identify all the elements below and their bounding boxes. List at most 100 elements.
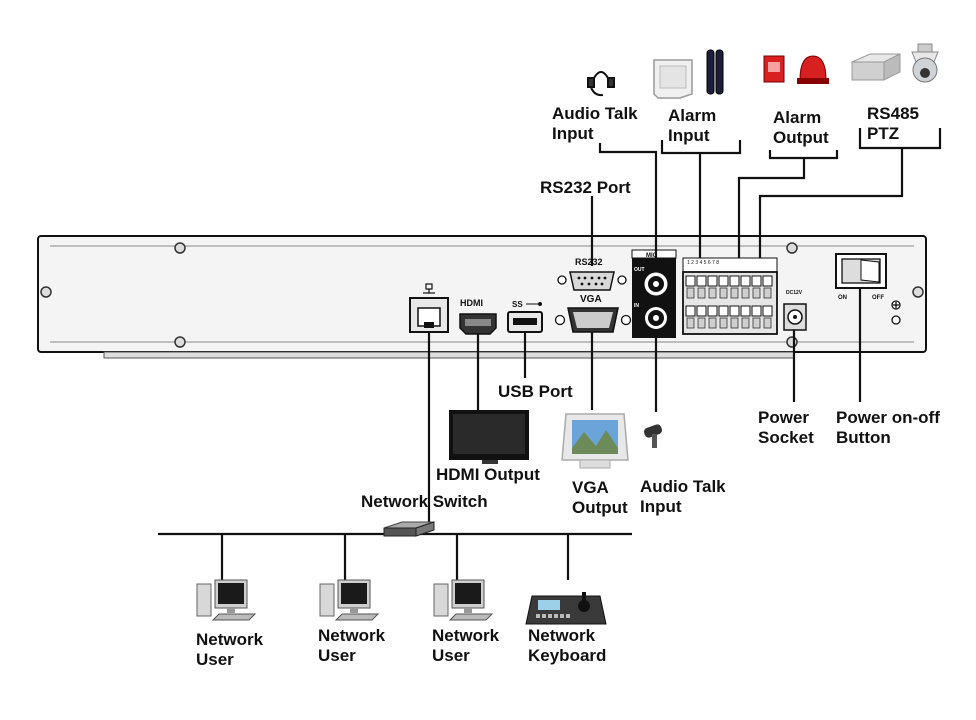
ground-screw [891, 300, 901, 325]
terminal-slot [686, 317, 695, 329]
terminal-screw [718, 305, 729, 317]
mic-label: MIC [646, 253, 658, 259]
siren-icon [763, 55, 829, 84]
label-audio-talk-input-bottom: Audio Talk Input [640, 477, 726, 517]
desktop-computer-icon [319, 579, 380, 621]
label-line: Power on-off [836, 408, 940, 427]
power-switch: ON OFF [835, 253, 887, 301]
vga-monitor-icon [561, 413, 629, 469]
label-line: Audio Talk [640, 477, 726, 496]
network-switch-icon [383, 521, 435, 537]
desktop-computer-icon [196, 579, 257, 621]
label-network-user-2: Network User [318, 626, 385, 666]
label-line: RS485 [867, 104, 919, 123]
terminal-screw [740, 305, 751, 317]
desktop-computer-icon [433, 579, 494, 621]
label-line: Output [773, 128, 829, 147]
terminal-slot [763, 287, 772, 299]
label-alarm-output: Alarm Output [773, 108, 829, 148]
label-line: VGA [572, 478, 609, 497]
label-alarm-input: Alarm Input [668, 106, 716, 146]
terminal-slot [719, 317, 728, 329]
rs232-connector: RS232 [557, 257, 627, 291]
label-line: Keyboard [528, 646, 607, 665]
label-line: User [196, 650, 234, 669]
label-network-keyboard: Network Keyboard [528, 626, 606, 666]
network-devices [196, 579, 607, 625]
hdmi-port-label: HDMI [460, 298, 483, 308]
terminal-screw [751, 305, 762, 317]
label-line: Input [640, 497, 682, 516]
terminal-slot [708, 287, 717, 299]
terminal-slot [730, 287, 739, 299]
usb-icon [526, 302, 542, 306]
label-line: Network [318, 626, 386, 645]
mic-block: MIC OUT IN [631, 249, 677, 338]
vga-port-label: VGA [580, 294, 602, 305]
terminal-screw [762, 305, 773, 317]
label-vga-output: VGA Output [572, 478, 628, 518]
terminal-screw [718, 275, 729, 287]
beam-detector-icon [706, 49, 724, 95]
terminal-screw [707, 275, 718, 287]
terminal-slot [741, 317, 750, 329]
network-icon [423, 283, 435, 294]
label-line: Power [758, 408, 810, 427]
label-line: Output [572, 498, 628, 517]
terminal-screw [696, 305, 707, 317]
label-rs232-port: RS232 Port [540, 178, 631, 197]
terminal-screw [696, 275, 707, 287]
microphone-icon [643, 424, 663, 448]
rs232-port-label: RS232 [575, 257, 603, 267]
terminal-screw [685, 305, 696, 317]
label-network-user-3: Network User [432, 626, 499, 666]
label-line: Network [528, 626, 596, 645]
terminal-screw [762, 275, 773, 287]
panel-screws [40, 242, 924, 348]
hdmi-tv-icon [449, 410, 529, 464]
label-network-switch: Network Switch [361, 492, 488, 511]
ptz-decoder-icon [851, 53, 901, 81]
label-line: User [318, 646, 356, 665]
terminal-slot [752, 317, 761, 329]
label-line: Network [196, 630, 264, 649]
terminal-slot [730, 317, 739, 329]
terminal-cells [685, 275, 773, 329]
label-line: Audio Talk [552, 104, 638, 123]
label-power-button: Power on-off Button [836, 408, 940, 448]
terminal-screw [751, 275, 762, 287]
dc-label: DC12V [786, 290, 803, 296]
label-network-user-1: Network User [196, 630, 263, 670]
alarm-terminal-block: 1 2 3 4 5 6 7 8 [682, 257, 778, 335]
motion-sensor-icon [653, 59, 693, 99]
terminal-slot [763, 317, 772, 329]
mic-out-label: OUT [634, 267, 645, 273]
svg-text:1 2 3 4 5 6 7 8: 1 2 3 4 5 6 7 8 [687, 260, 719, 266]
dome-camera-icon [911, 43, 939, 83]
label-line: PTZ [867, 124, 900, 143]
terminal-slot [741, 287, 750, 299]
usb-port: SS [507, 300, 543, 333]
label-hdmi-output: HDMI Output [436, 465, 540, 484]
label-rs485-ptz: RS485 PTZ [867, 104, 919, 144]
mic-in-label: IN [634, 303, 639, 309]
terminal-slot [697, 287, 706, 299]
terminal-screw [729, 305, 740, 317]
connection-lines [158, 128, 942, 580]
terminal-slot [708, 317, 717, 329]
usb-port-label: SS [512, 300, 523, 309]
terminal-screw [729, 275, 740, 287]
terminal-slot [697, 317, 706, 329]
terminal-screw [740, 275, 751, 287]
switch-off-label: OFF [872, 295, 884, 301]
label-line: Alarm [668, 106, 717, 125]
label-line: Button [836, 428, 891, 447]
label-usb-port: USB Port [498, 382, 573, 401]
terminal-screw [707, 305, 718, 317]
terminal-slot [686, 287, 695, 299]
label-line: Input [552, 124, 594, 143]
label-line: Network [432, 626, 500, 645]
label-line: User [432, 646, 470, 665]
label-line: Input [668, 126, 710, 145]
